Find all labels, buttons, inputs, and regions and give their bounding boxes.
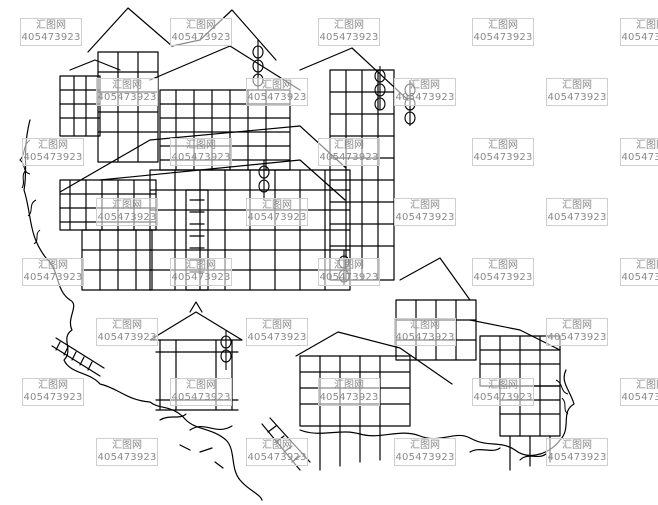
cliff-right [299,369,575,456]
lantern-string-5 [338,250,350,286]
middle-big-roof [59,125,347,193]
stilts [319,425,551,471]
center-roof-upper [149,45,301,91]
right-foliage [555,379,569,415]
far-right-small-roof [469,319,561,351]
far-right-roof [399,257,471,301]
lantern-string-4 [258,160,270,200]
pavilion-roof [149,311,243,341]
lantern-string-1 [252,40,264,90]
lantern-string-2 [374,66,386,111]
lower-right-roof [295,331,453,385]
tall-building-body [97,51,159,163]
lantern-string-6 [220,330,232,370]
rock-detail [159,413,547,469]
cliff-outline [23,119,263,501]
left-foliage [19,139,41,245]
lantern-string-3 [404,80,416,126]
vertical-signboard [185,189,209,291]
left-stairs [51,337,105,377]
right-tower-roof [299,47,409,101]
